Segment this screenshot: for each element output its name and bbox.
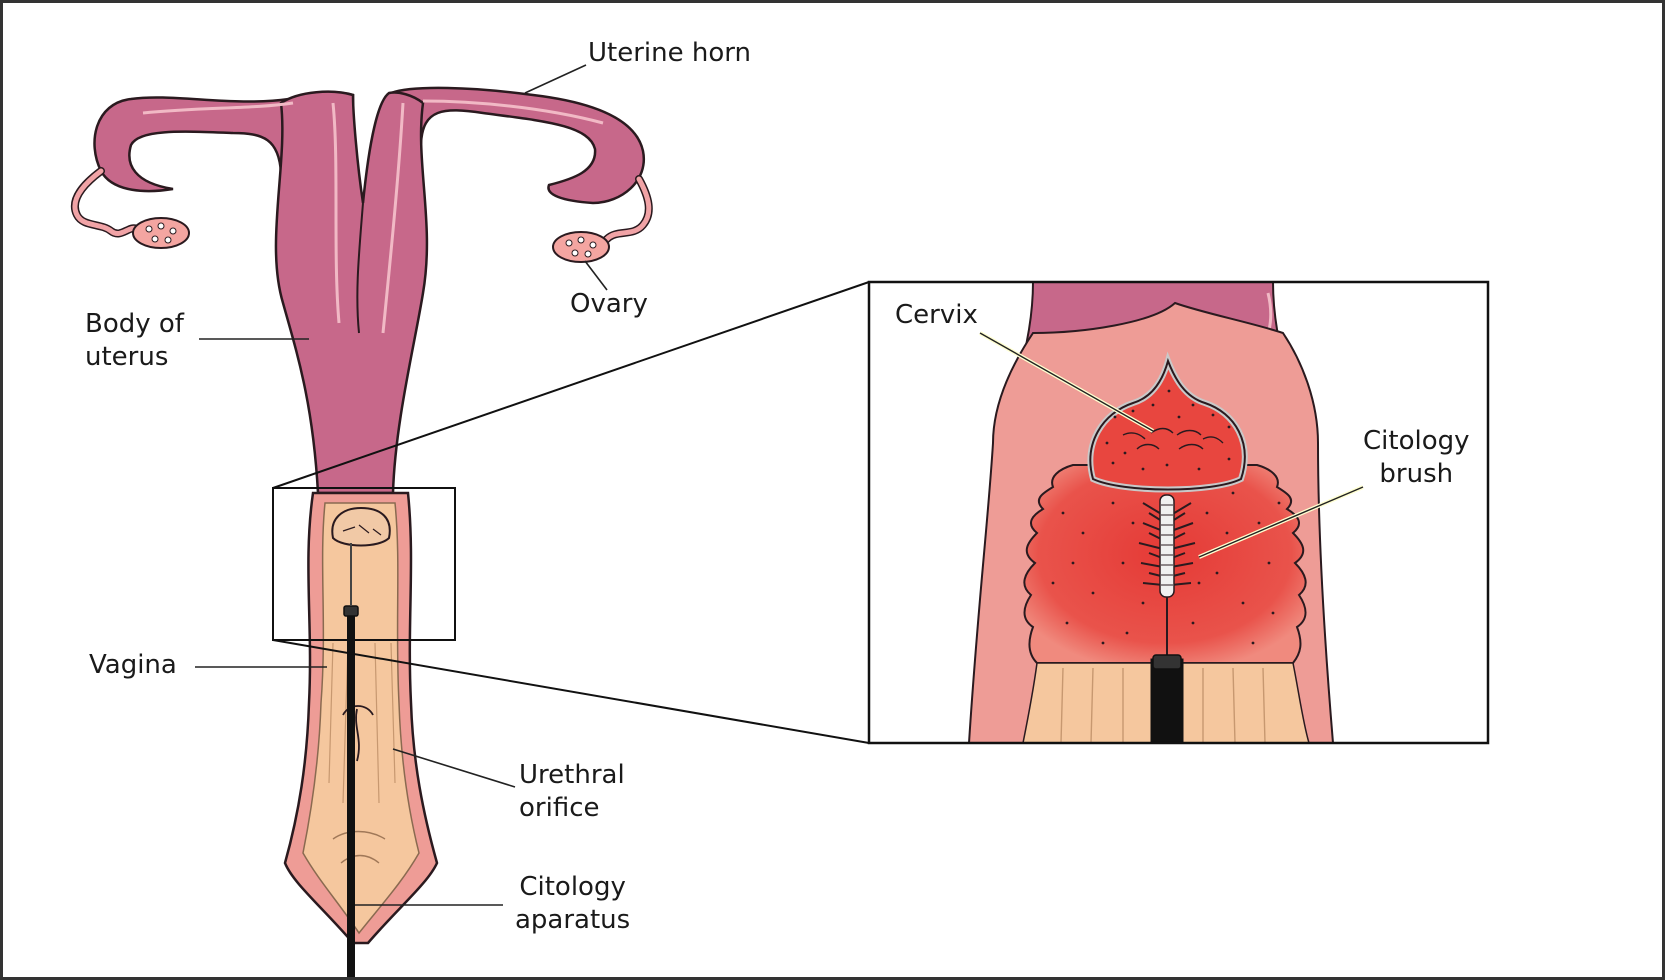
label-citology-brush: Citology brush <box>1363 425 1470 491</box>
label-vagina: Vagina <box>89 649 177 682</box>
label-body-of-uterus: Body of uterus <box>85 308 184 374</box>
right-ovary <box>553 232 609 262</box>
label-ovary: Ovary <box>570 288 648 321</box>
label-cervix: Cervix <box>895 299 978 332</box>
leader-ovary <box>585 261 607 290</box>
uterine-body <box>276 92 427 493</box>
label-citology-aparatus: Citology aparatus <box>515 871 630 937</box>
leader-uterine-horn <box>525 65 586 93</box>
right-uterine-horn <box>391 88 644 203</box>
inset-magnified-view <box>869 282 1488 743</box>
label-uterine-horn: Uterine horn <box>588 37 751 70</box>
diagram-canvas: Uterine horn Ovary Body of uterus Vagina… <box>3 3 1662 977</box>
label-urethral-orifice: Urethral orifice <box>519 759 625 825</box>
left-ovary <box>133 218 189 248</box>
